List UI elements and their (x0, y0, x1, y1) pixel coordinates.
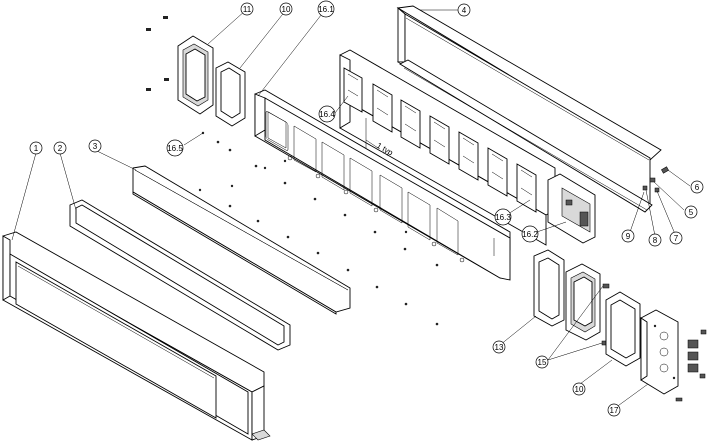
svg-text:1: 1 (34, 144, 39, 153)
svg-text:16.3: 16.3 (495, 213, 511, 222)
part-4-top-channel (396, 5, 662, 213)
svg-text:16.5: 16.5 (167, 144, 183, 153)
svg-text:2: 2 (58, 144, 63, 153)
part-16-2-controller-board (547, 173, 596, 244)
svg-text:15: 15 (538, 358, 547, 367)
svg-text:16.4: 16.4 (319, 110, 335, 119)
part-10-gasket-top (215, 61, 246, 127)
callout-16-4: 16.4 (318, 105, 336, 123)
callout-1: 1 (29, 141, 43, 155)
callout-16-1: 16.1 (317, 0, 335, 18)
small-hardware-right (629, 166, 691, 237)
svg-text:8: 8 (653, 236, 658, 245)
callout-9: 9 (621, 229, 635, 243)
part-3-lens (132, 165, 351, 315)
svg-text:10: 10 (575, 385, 584, 394)
callout-4: 4 (457, 3, 471, 17)
callout-8: 8 (648, 233, 662, 247)
callout-5: 5 (684, 205, 698, 219)
part-13-frame (533, 249, 565, 327)
part-1-front-housing (2, 231, 271, 441)
callout-15: 15 (535, 355, 549, 369)
part-10-gasket-bottom (605, 291, 641, 367)
svg-text:13: 13 (495, 343, 504, 352)
part-11-frame (177, 35, 214, 115)
svg-text:7: 7 (674, 234, 679, 243)
callout-16-5: 16.5 (166, 139, 184, 157)
svg-text:16.1: 16.1 (318, 5, 334, 14)
connectors (675, 329, 707, 402)
callout-10-bottom: 10 (572, 382, 586, 396)
callout-10-top: 10 (279, 2, 293, 16)
callout-16-2: 16.2 (521, 225, 539, 243)
part-2-gasket (69, 199, 291, 351)
svg-text:5: 5 (689, 208, 694, 217)
callout-17: 17 (607, 403, 621, 417)
part-16-1-mounting-panel (254, 89, 511, 281)
callout-6: 6 (690, 180, 704, 194)
callout-2: 2 (53, 141, 67, 155)
callout-13: 13 (492, 340, 506, 354)
svg-text:10: 10 (282, 5, 291, 14)
part-15-frame (565, 263, 610, 346)
svg-text:6: 6 (695, 183, 700, 192)
callout-11: 11 (240, 2, 254, 16)
svg-text:4: 4 (462, 6, 467, 15)
svg-text:11: 11 (243, 5, 252, 14)
part-16-4-digit-board (339, 49, 556, 246)
part-17-plate (640, 309, 679, 395)
svg-text:17: 17 (610, 406, 619, 415)
svg-text:16.2: 16.2 (522, 230, 538, 239)
svg-text:9: 9 (626, 232, 631, 241)
svg-text:3: 3 (93, 142, 98, 151)
callout-7: 7 (669, 231, 683, 245)
callout-16-3: 16.3 (494, 208, 512, 226)
callout-3: 3 (88, 139, 102, 153)
